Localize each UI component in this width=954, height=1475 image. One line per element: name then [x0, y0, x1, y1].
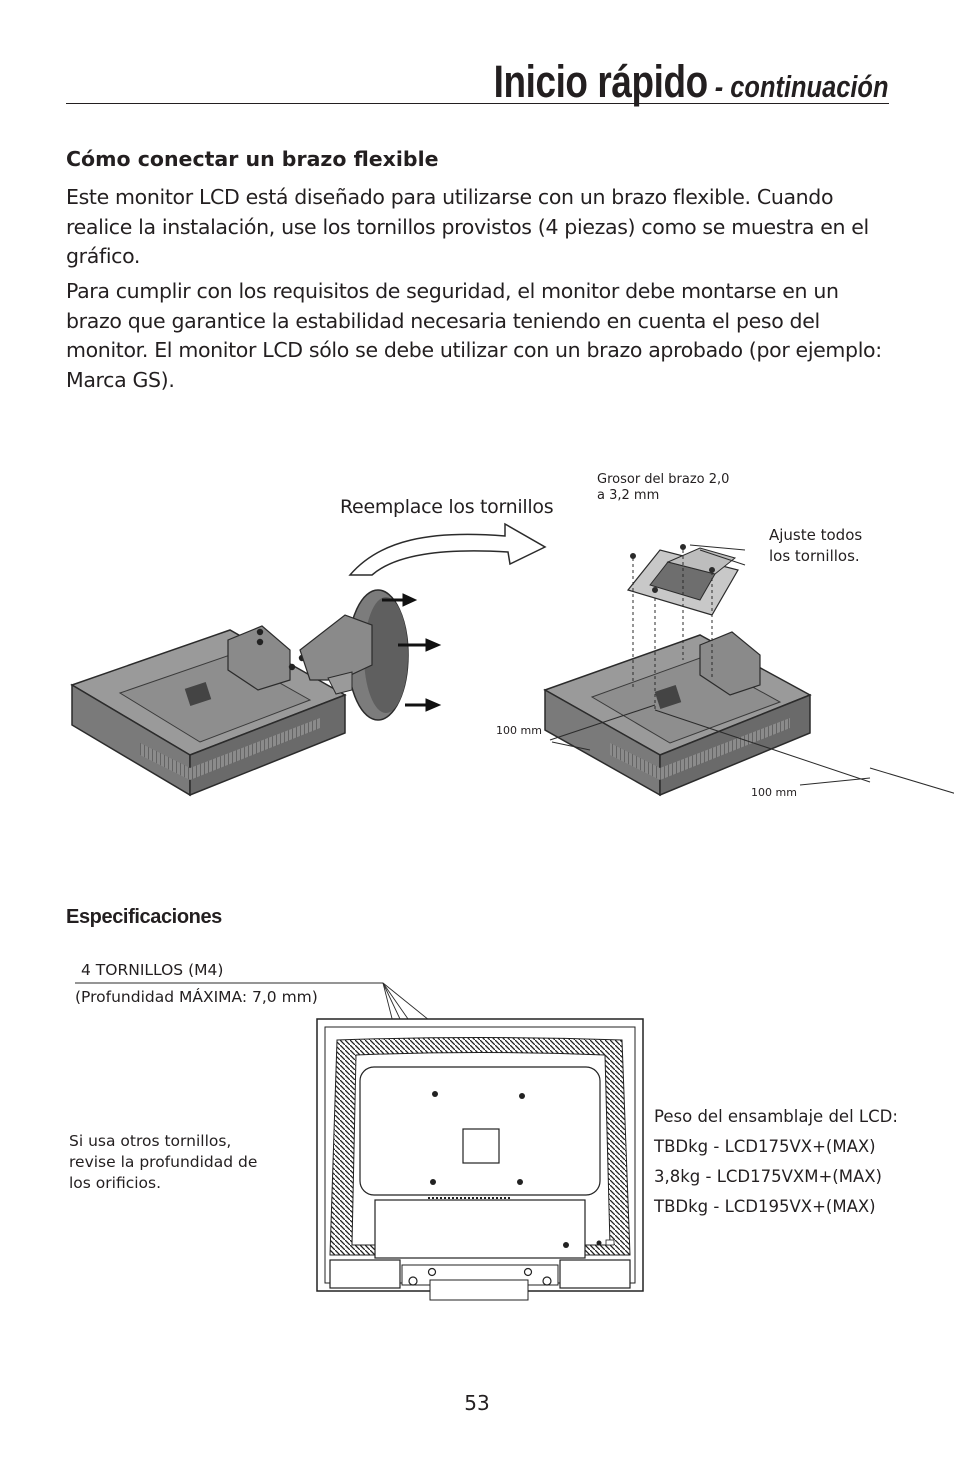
paragraph-intro: Este monitor LCD está diseñado para util…: [66, 185, 869, 268]
curved-arrow: [348, 522, 547, 576]
lcd-weight-info: Peso del ensamblaje del LCD: TBDkg - LCD…: [654, 1102, 898, 1222]
screw-spec-line2: (Profundidad MÁXIMA: 7,0 mm): [75, 988, 318, 1006]
title-main: Inicio rápido: [493, 56, 708, 107]
weight-row: TBDkg - LCD175VX+(MAX): [654, 1137, 876, 1156]
section-heading: Cómo conectar un brazo flexible: [66, 147, 439, 171]
adjust-screws-label: Ajuste todos los tornillos.: [769, 525, 862, 567]
dimension-lines: [549, 704, 954, 794]
replace-screws-label: Reemplace los tornillos: [340, 496, 554, 518]
monitor-right: [543, 631, 812, 797]
arm-mounting-illustration: [70, 522, 954, 797]
title-rule: [66, 103, 889, 104]
weight-title: Peso del ensamblaje del LCD:: [654, 1107, 898, 1126]
paragraph-safety: Para cumplir con los requisitos de segur…: [66, 279, 882, 392]
stand: [299, 589, 409, 721]
weight-row: 3,8kg - LCD175VXM+(MAX): [654, 1167, 882, 1186]
adjust-line1: Ajuste todos: [769, 526, 863, 544]
arm-thickness-label: Grosor del brazo 2,0 a 3,2 mm: [597, 472, 729, 504]
other-note-line1: Si usa otros tornillos,: [69, 1132, 232, 1150]
dimension-label-right: 100 mm: [751, 786, 797, 799]
arm-thickness-line2: a 3,2 mm: [597, 488, 660, 503]
monitor-rear-view: [75, 982, 644, 1301]
removal-arrows: [382, 593, 442, 712]
arm-plate: [626, 544, 746, 616]
other-note-line2: revise la profundidad de: [69, 1153, 258, 1171]
dimension-label-left: 100 mm: [496, 724, 542, 737]
page-number: 53: [464, 1391, 490, 1415]
monitor-left: [70, 625, 347, 797]
screw-spec-label: 4 TORNILLOS (M4) (Profundidad MÁXIMA: 7,…: [75, 960, 318, 1008]
specs-heading: Especificaciones: [66, 906, 222, 928]
screw-spec-line1: 4 TORNILLOS (M4): [81, 961, 224, 979]
page-title: Inicio rápido - continuación: [493, 56, 888, 108]
arm-thickness-line1: Grosor del brazo 2,0: [597, 472, 730, 487]
other-screws-note: Si usa otros tornillos, revise la profun…: [69, 1131, 257, 1194]
other-note-line3: los orificios.: [69, 1174, 162, 1192]
screw-alignment: [630, 544, 715, 710]
weight-row: TBDkg - LCD195VX+(MAX): [654, 1197, 876, 1216]
vesa-holes: [430, 1091, 525, 1185]
adjust-line2: los tornillos.: [769, 547, 860, 565]
title-sub: - continuación: [707, 69, 888, 104]
